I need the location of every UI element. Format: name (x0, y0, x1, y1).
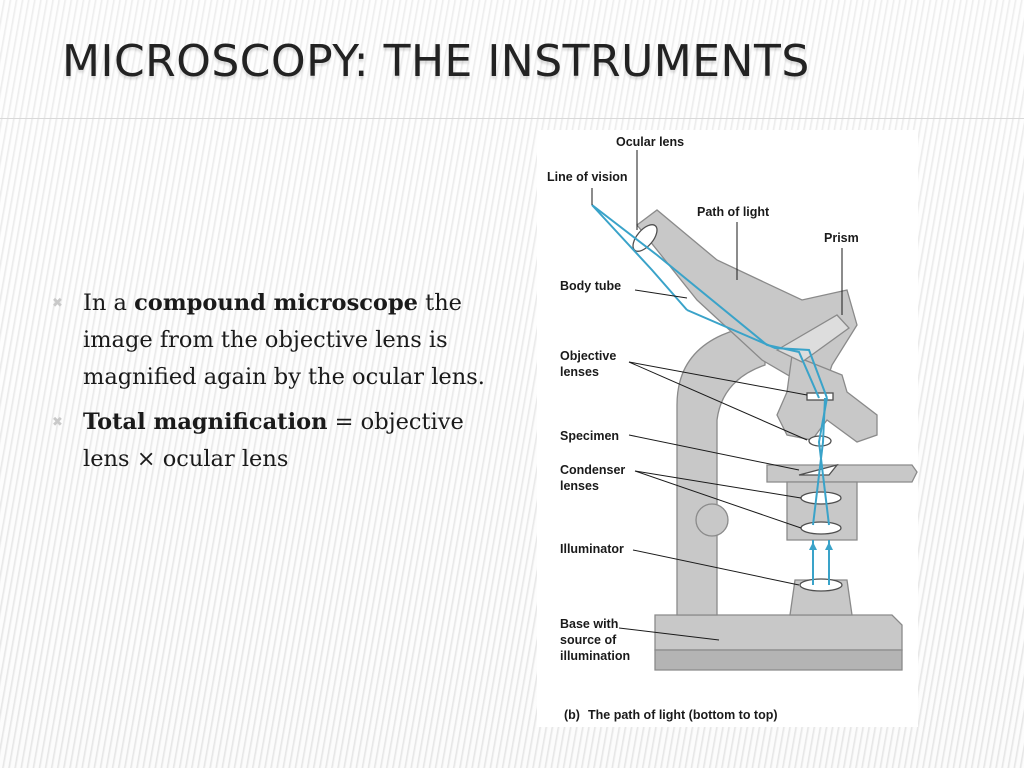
leader-base (618, 627, 720, 641)
microscope-arm (676, 324, 766, 616)
slide-title: MICROSCOPY: THE INSTRUMENTS (62, 36, 810, 87)
label-illuminator: Illuminator (560, 542, 624, 556)
microscope-base-front (654, 649, 903, 671)
label-base-line3: illumination (560, 649, 630, 663)
leader-condenser-lenses-b (634, 470, 802, 529)
leader-objective-lenses-b (628, 361, 808, 441)
bullet-text-bold: Total magnification (83, 409, 328, 435)
bullet-marker-icon: ✖ (52, 415, 63, 430)
microscope-diagram: Ocular lens Line of vision Path of light… (547, 135, 918, 722)
bullet-marker-icon: ✖ (52, 296, 63, 311)
leader-illuminator (632, 549, 800, 586)
label-objective-lenses-line1: Objective (560, 349, 616, 363)
leader-body-tube (634, 289, 688, 299)
bullet-item-compound: ✖ In a compound microscope the image fro… (52, 285, 492, 396)
focus-knob (695, 503, 729, 537)
microscope-base (654, 614, 903, 651)
bullet-text-rest: the image from the objective lens is mag… (83, 290, 485, 390)
label-specimen: Specimen (560, 429, 619, 443)
microscope-figure: Ocular lens Line of vision Path of light… (537, 130, 918, 727)
label-objective-lenses-line2: lenses (560, 365, 599, 379)
leader-condenser-lenses-a (634, 470, 802, 499)
leader-objective-lenses-a (628, 361, 808, 396)
objective-lens-glass (806, 392, 834, 401)
label-body-tube: Body tube (560, 279, 621, 293)
label-base-line1: Base with (560, 617, 618, 631)
illuminator-lamp (799, 578, 843, 592)
condenser-lens-upper (800, 491, 842, 505)
light-path (591, 204, 833, 585)
figure-caption: The path of light (bottom to top) (588, 708, 778, 722)
label-ocular-lens: Ocular lens (616, 135, 684, 149)
label-condenser-lenses-line2: lenses (560, 479, 599, 493)
label-prism: Prism (824, 231, 859, 245)
label-path-of-light: Path of light (697, 205, 770, 219)
leader-specimen (628, 434, 800, 471)
stage (766, 464, 918, 483)
bullet-text-rest: = objective lens × ocular lens (83, 409, 464, 472)
specimen-slide (798, 463, 839, 476)
bullet-text-bold: compound microscope (134, 290, 418, 316)
bullet-text-pre: In a (83, 290, 135, 316)
figure-caption-tag: (b) (564, 708, 580, 722)
condenser-lens-lower (800, 521, 842, 535)
label-base-line2: source of (560, 633, 617, 647)
bullet-list: ✖ In a compound microscope the image fro… (52, 285, 492, 486)
title-divider (0, 118, 1024, 119)
label-line-of-vision: Line of vision (547, 170, 628, 184)
label-condenser-lenses-line1: Condenser (560, 463, 625, 477)
bullet-item-total-magnification: ✖ Total magnification = objective lens ×… (52, 404, 492, 478)
